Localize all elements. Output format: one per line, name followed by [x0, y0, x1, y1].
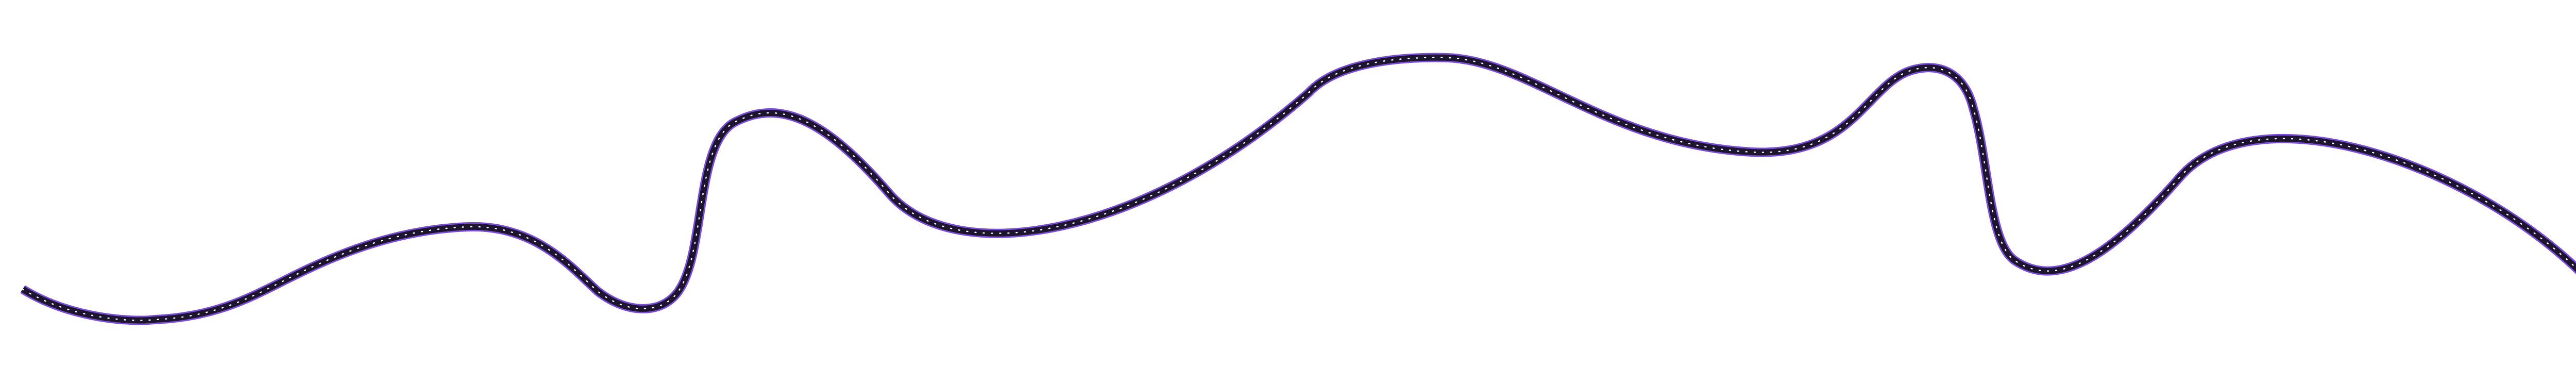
curve-core: [23, 58, 2576, 321]
